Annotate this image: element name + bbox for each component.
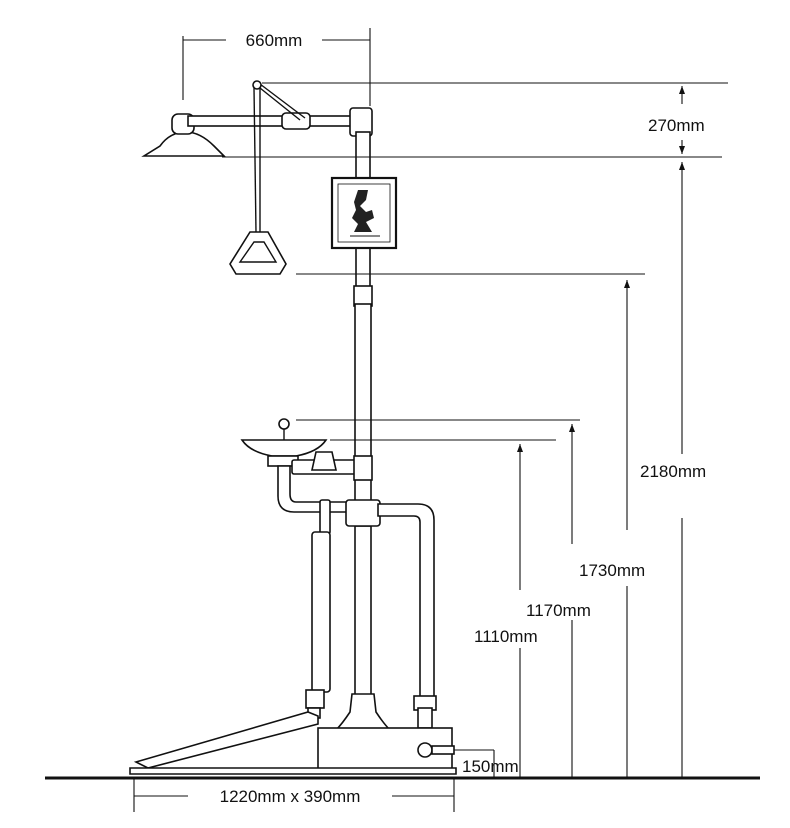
dim-pull-handle-height: 1730mm	[296, 273, 645, 778]
dim-drain-height: 150mm	[454, 749, 519, 778]
dim-label-eyewash-top-height: 1170mm	[526, 601, 591, 620]
sign-icon	[352, 190, 374, 232]
dim-label-base-footprint: 1220mm x 390mm	[220, 787, 361, 806]
pull-handle	[229, 231, 287, 275]
dim-base-footprint: 1220mm x 390mm	[133, 778, 455, 812]
pipe-flange	[334, 693, 392, 731]
foot-pedal	[133, 711, 319, 769]
foot-pedal-linkage	[305, 499, 331, 719]
dim-label-shower-head-height: 270mm	[648, 116, 705, 135]
dim-eyewash-top-height: 1170mm	[296, 419, 591, 778]
pull-rod	[252, 80, 306, 233]
eyewash-pipe	[277, 465, 437, 729]
eyewash-valve	[291, 451, 373, 481]
dim-shower-head-height: 270mm	[222, 82, 728, 158]
dim-label-eyewash-bowl-height: 1110mm	[474, 627, 538, 646]
dim-label-arm-reach: 660mm	[246, 31, 303, 50]
dim-arm-reach: 660mm	[182, 28, 371, 106]
dim-label-pull-handle-height: 1730mm	[579, 561, 645, 580]
base-box	[129, 727, 457, 775]
eyewash-bowl	[240, 418, 328, 467]
dim-eyewash-bowl-height: 1110mm	[330, 439, 556, 778]
dim-label-drain-height: 150mm	[462, 757, 519, 776]
safety-sign	[330, 176, 398, 250]
shower-arm	[187, 107, 373, 137]
dim-total-height: 2180mm	[640, 162, 706, 778]
dim-label-total-height: 2180mm	[640, 462, 706, 481]
